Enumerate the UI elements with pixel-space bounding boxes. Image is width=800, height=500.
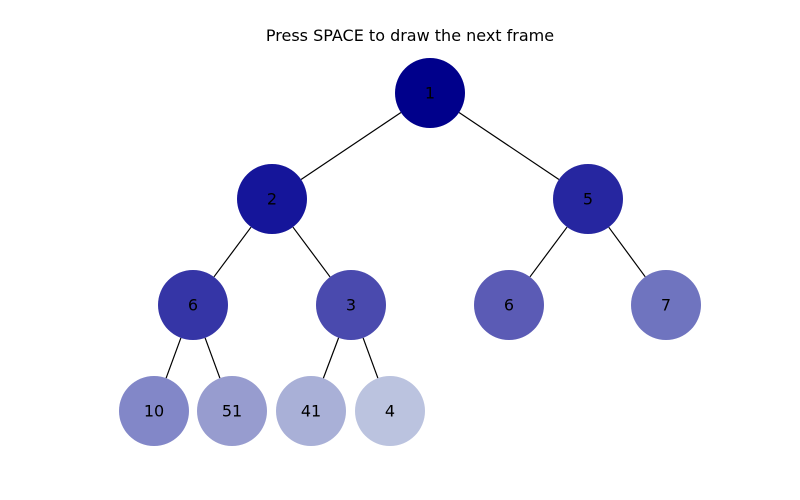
node-label: 51 [222,402,242,421]
tree-edge [529,226,568,278]
node-circle [197,376,267,446]
tree-edge [322,337,340,379]
tree-edge [300,112,402,180]
node-circle [395,58,465,128]
tree-node: 6 [158,270,228,340]
node-label: 10 [144,402,164,421]
node-label: 4 [385,402,395,421]
tree-edges [165,112,646,379]
node-label: 6 [504,296,514,315]
tree-node: 10 [119,376,189,446]
tree-node: 7 [631,270,701,340]
tree-node: 6 [474,270,544,340]
tree-edge [608,226,646,278]
tree-node: 4 [355,376,425,446]
tree-edge [213,226,252,278]
tree-node: 3 [316,270,386,340]
node-label: 3 [346,296,356,315]
node-label: 5 [583,190,593,209]
node-circle [158,270,228,340]
node-circle [316,270,386,340]
node-circle [474,270,544,340]
tree-node: 41 [276,376,346,446]
node-circle [631,270,701,340]
node-circle [355,376,425,446]
tree-edge [458,112,560,180]
node-label: 6 [188,296,198,315]
tree-node: 5 [553,164,623,234]
node-label: 1 [425,84,435,103]
node-circle [553,164,623,234]
node-label: 41 [301,402,321,421]
node-circle [119,376,189,446]
node-circle [276,376,346,446]
tree-edge [204,337,221,379]
node-circle [237,164,307,234]
node-label: 2 [267,190,277,209]
node-label: 7 [661,296,671,315]
tree-node: 1 [395,58,465,128]
frame-title: Press SPACE to draw the next frame [266,26,554,45]
tree-edge [165,337,182,379]
tree-node: 51 [197,376,267,446]
tree-edge [292,226,331,278]
tree-edge [362,337,379,379]
tree-node: 2 [237,164,307,234]
tree-nodes: 1 2 5 6 3 6 7 10 51 41 4 [119,58,701,446]
